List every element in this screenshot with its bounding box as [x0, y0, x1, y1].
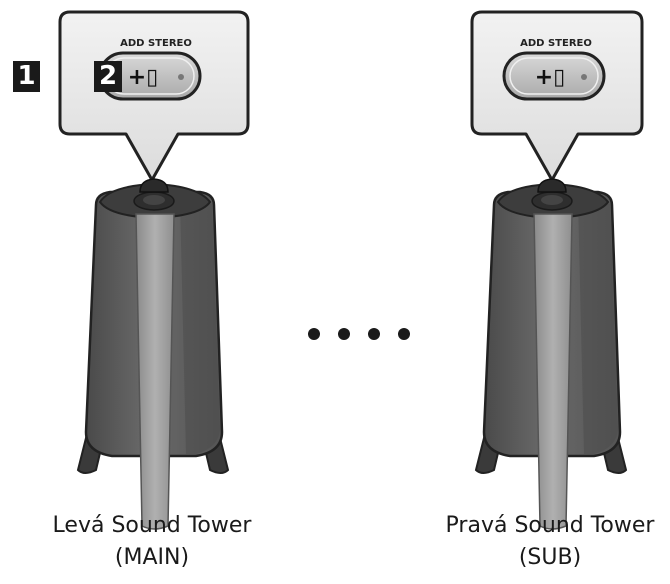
connection-dots — [308, 328, 410, 340]
speaker-left-role: (MAIN) — [114, 545, 190, 570]
callout-right: ADD STEREO +▯ — [470, 10, 644, 182]
add-stereo-symbol: +▯ — [535, 65, 566, 90]
callout-left: ADD STEREO +▯ — [58, 10, 250, 182]
add-stereo-button[interactable]: +▯ — [502, 51, 606, 101]
led-indicator — [581, 74, 587, 80]
dot — [368, 328, 380, 340]
speaker-left-main — [76, 178, 230, 530]
speaker-right-sub — [474, 178, 628, 530]
dot — [338, 328, 350, 340]
speaker-right-role: (SUB) — [518, 545, 582, 570]
add-stereo-label: ADD STEREO — [520, 38, 592, 49]
speaker-right-caption: Pravá Sound Tower (SUB) — [410, 510, 670, 574]
dot — [308, 328, 320, 340]
add-stereo-label: ADD STEREO — [120, 38, 192, 49]
speaker-right-name: Pravá Sound Tower — [445, 513, 655, 538]
add-stereo-symbol: +▯ — [128, 65, 159, 90]
speaker-left-caption: Levá Sound Tower (MAIN) — [12, 510, 292, 574]
step-1-badge: 1 — [13, 61, 40, 92]
dot — [398, 328, 410, 340]
step-2-badge: 2 — [94, 61, 122, 92]
speaker-left-name: Levá Sound Tower — [52, 513, 252, 538]
led-indicator — [178, 74, 184, 80]
